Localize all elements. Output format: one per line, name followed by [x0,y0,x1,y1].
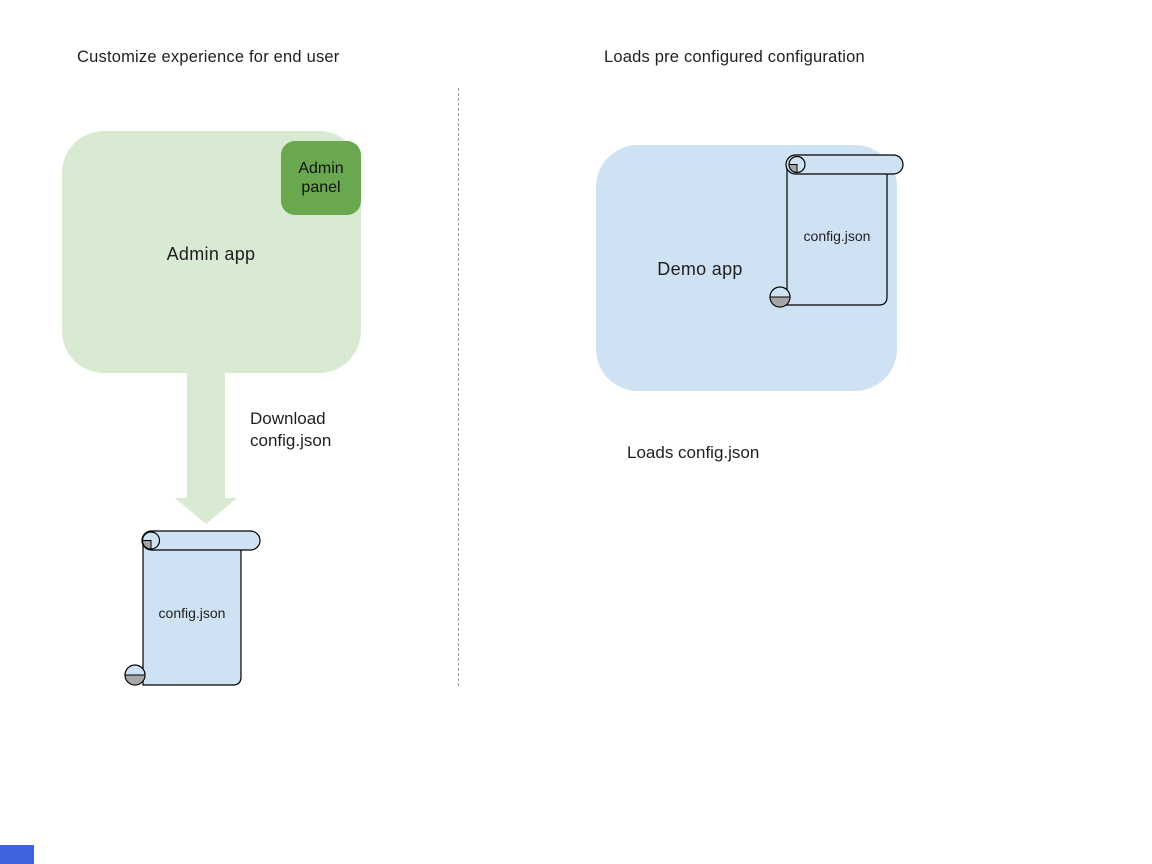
config-scroll-right [768,152,908,310]
scroll-bottom-curl-shade [124,674,146,686]
download-arrow-icon [175,373,237,525]
admin-app-label: Admin app [166,244,256,264]
config-scroll-left [124,528,262,690]
config-file-label-left: config.json [158,605,226,621]
scroll-body [142,540,242,686]
section-divider [458,88,459,686]
config-file-label-right: config.json [803,228,871,244]
admin-panel-label: Admin panel [298,160,344,196]
scroll-body [786,163,888,306]
admin-panel-box: Admin panel [281,141,361,215]
arrow-head [175,498,237,524]
scroll-roll-curl-shade [141,540,152,550]
right-title: Loads pre configured configuration [604,48,865,66]
arrow-shaft [187,373,225,499]
corner-blue-rectangle [0,845,34,864]
scroll-roll [785,154,904,175]
loads-config-caption: Loads config.json [627,443,760,462]
scroll-roll-curl-shade [788,164,798,174]
scroll-bottom-curl-shade [769,296,791,308]
demo-app-label: Demo app [657,259,743,279]
download-arrow-label: Download config.json [250,409,332,450]
left-title: Customize experience for end user [77,48,340,66]
